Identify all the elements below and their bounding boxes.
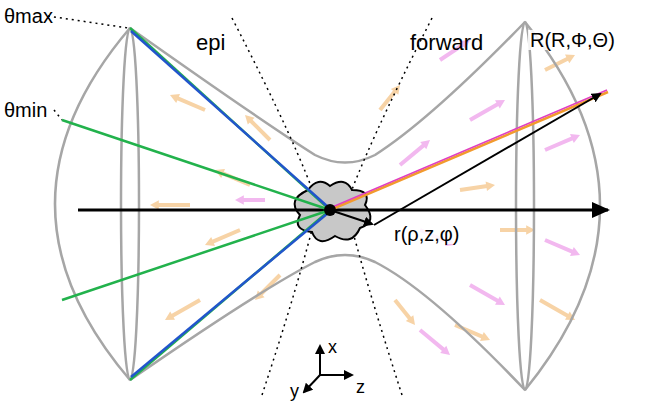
axis-label: y (290, 382, 299, 400)
emission-arrow (545, 137, 574, 150)
emission-arrow (460, 186, 489, 190)
optical-axis (78, 209, 608, 212)
emission-arrowhead (205, 237, 215, 246)
region-label: epi (196, 32, 225, 54)
angle-label: θmax (4, 6, 53, 26)
region-label: forward (410, 32, 483, 54)
collection-surfaces (55, 22, 600, 390)
vector-r (330, 210, 372, 224)
emission-arrow (241, 198, 265, 202)
emission-arrow (540, 300, 570, 317)
axis-label: x (328, 338, 337, 356)
emission-arrow (420, 330, 445, 351)
emission-arrow (156, 203, 190, 207)
emission-arrow (545, 240, 574, 253)
emission-arrowhead (165, 312, 175, 321)
emission-arrowhead (391, 85, 400, 95)
emission-arrow (470, 285, 500, 302)
emission-arrowhead (245, 115, 255, 125)
emission-arrowhead (486, 182, 495, 192)
emission-arrow (395, 300, 411, 320)
axis-label: z (356, 378, 365, 396)
emitter-point (324, 204, 336, 216)
rays (62, 28, 608, 380)
emission-arrowhead (570, 247, 580, 256)
emission-arrow (400, 144, 425, 165)
emission-arrowhead (495, 100, 505, 109)
emission-arrowhead (480, 332, 490, 341)
emission-arrow (380, 90, 396, 110)
emission-arrow (170, 300, 200, 317)
vector-R (374, 94, 600, 225)
emission-arrow (176, 97, 205, 110)
region-boundary (48, 16, 432, 395)
vector-label: r(ρ,z,φ) (392, 224, 461, 244)
emission-arrowhead (235, 195, 244, 205)
emission-arrowhead (406, 315, 415, 325)
emission-arrowhead (420, 140, 430, 149)
emission-arrow (470, 103, 500, 120)
emission-arrowhead (170, 94, 180, 103)
emission-arrowhead (440, 346, 450, 355)
emission-arrowhead (565, 55, 575, 64)
emission-arrow (500, 228, 529, 232)
emission-arrowhead (570, 134, 580, 143)
vector-label: R(R,Φ,Θ) (528, 30, 617, 50)
emission-arrowhead (150, 200, 159, 210)
emission-arrowhead (495, 297, 505, 306)
angle-label: θmin (4, 100, 47, 120)
